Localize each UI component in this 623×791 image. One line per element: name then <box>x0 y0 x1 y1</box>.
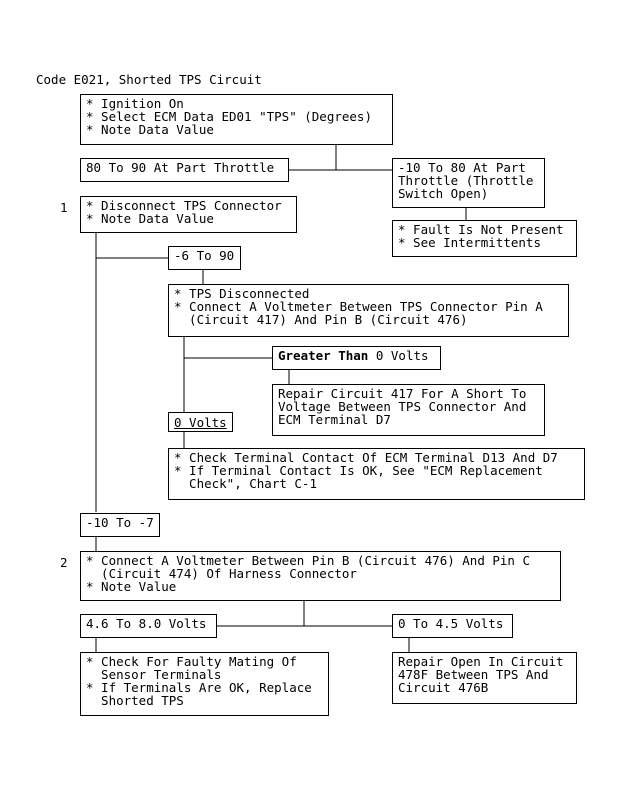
range-neg10-80-box: -10 To 80 At Part Throttle (Throttle Swi… <box>392 158 545 208</box>
range-0-4-5-box: 0 To 4.5 Volts <box>392 614 513 638</box>
page-title: Code E021, Shorted TPS Circuit <box>36 72 262 87</box>
range-80-90-box: 80 To 90 At Part Throttle <box>80 158 289 182</box>
ignition-on-box: * Ignition On * Select ECM Data ED01 "TP… <box>80 94 393 145</box>
range-4-6-8-0-box: 4.6 To 8.0 Volts <box>80 614 217 638</box>
step-1-number: 1 <box>60 200 68 215</box>
connect-voltmeter-pin-b-c-box: * Connect A Voltmeter Between Pin B (Cir… <box>80 551 561 601</box>
tps-disconnected-box: * TPS Disconnected * Connect A Voltmeter… <box>168 284 569 337</box>
greater-than-box: Greater Than 0 Volts <box>272 346 441 370</box>
range-neg6-90-box: -6 To 90 <box>168 246 241 270</box>
check-terminal-contact-box: * Check Terminal Contact Of ECM Terminal… <box>168 448 585 500</box>
greater-than-value: 0 Volts <box>368 348 429 363</box>
repair-open-478f-box: Repair Open In Circuit 478F Between TPS … <box>392 652 577 704</box>
fault-not-present-box: * Fault Is Not Present * See Intermitten… <box>392 220 577 257</box>
range-neg10-neg7-box: -10 To -7 <box>80 513 160 537</box>
repair-circuit-417-box: Repair Circuit 417 For A Short To Voltag… <box>272 384 545 436</box>
check-faulty-mating-box: * Check For Faulty Mating Of Sensor Term… <box>80 652 329 716</box>
step-2-number: 2 <box>60 555 68 570</box>
zero-volts-box: 0 Volts <box>168 412 233 432</box>
disconnect-tps-box: * Disconnect TPS Connector * Note Data V… <box>80 196 297 233</box>
zero-volts-label: 0 Volts <box>174 415 227 430</box>
greater-than-label: Greater Than <box>278 348 369 363</box>
